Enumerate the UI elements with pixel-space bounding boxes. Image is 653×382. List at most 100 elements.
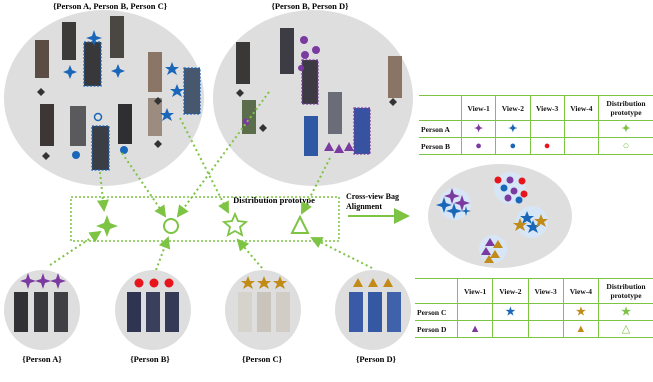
red-circle-marker: [165, 279, 174, 288]
green-circle-prototype: [164, 219, 178, 233]
purple-circle-marker: [312, 46, 320, 54]
person-label: {Person A}: [22, 354, 62, 364]
group-label-right: {Person B, Person D}: [271, 1, 349, 11]
view-table-bottom: View-1 View-2 View-3 View-4 Distribution…: [415, 278, 653, 338]
person-image: [280, 28, 294, 74]
person-image: [110, 16, 124, 58]
person-image: [184, 68, 200, 114]
red-circle-marker: [135, 279, 144, 288]
row-label: Person A: [419, 121, 462, 138]
table-row: Person A ✦ ✦ ✦: [419, 121, 653, 138]
person-image: [148, 52, 162, 92]
row-label: Person C: [415, 304, 458, 321]
arrow: [312, 238, 372, 268]
person-label: {Person D}: [356, 354, 397, 364]
person-image: [118, 104, 132, 144]
row-label: Person D: [415, 321, 458, 338]
person-image: [127, 292, 141, 332]
person-label: {Person B}: [130, 354, 170, 364]
person-image: [165, 292, 179, 332]
row-label: Person B: [419, 138, 462, 155]
green-triangle-prototype: [292, 217, 308, 233]
person-image: [257, 292, 271, 332]
person-image: [84, 42, 101, 86]
symbol-cell: [564, 121, 598, 138]
green-triangle-outline-icon: △: [622, 324, 630, 335]
symbol-cell: ●: [530, 138, 564, 155]
symbol-cell: [458, 304, 493, 321]
header-cell: Distribution prototype: [599, 279, 653, 304]
cluster-glow: [479, 235, 507, 263]
table-row: Person D ▲ ▲ △: [415, 321, 653, 338]
person-image: [148, 98, 162, 136]
symbol-cell: [493, 321, 528, 338]
purple-circle-marker: [301, 51, 309, 59]
person-image: [302, 60, 318, 104]
header-cell: [415, 279, 458, 304]
green-star5-icon: ★: [621, 307, 631, 318]
person-image: [62, 22, 76, 60]
blue-circle-marker: [72, 151, 80, 159]
person-image: [14, 292, 28, 332]
symbol-cell: [530, 121, 564, 138]
header-cell: View-1: [458, 279, 493, 304]
symbol-cell: ✦: [496, 121, 530, 138]
symbol-cell: ●: [496, 138, 530, 155]
blue-star5-icon: ★: [505, 307, 515, 318]
red-circle-marker: [495, 177, 502, 184]
arrow: [156, 238, 168, 270]
table-header-row: View-1 View-2 View-3 View-4 Distribution…: [419, 96, 653, 121]
header-cell: View-2: [493, 279, 528, 304]
purple-circle-marker: [505, 195, 512, 202]
header-cell: Distribution prototype: [599, 96, 653, 121]
purple-circle-marker: [298, 65, 304, 71]
red-circle-marker: [521, 191, 528, 198]
symbol-cell: ▲: [458, 321, 493, 338]
header-cell: View-3: [530, 96, 564, 121]
person-to-prototype-arrows: [50, 232, 372, 270]
person-image: [34, 292, 48, 332]
blue-star4-icon: ✦: [508, 124, 517, 135]
symbol-cell: ✦: [462, 121, 496, 138]
symbol-cell: [528, 321, 563, 338]
blue-circle-marker: [120, 146, 128, 154]
symbol-cell: ○: [599, 138, 653, 155]
green-star4-icon: ✦: [621, 124, 630, 135]
header-cell: View-4: [563, 279, 598, 304]
purple-circle-marker: [243, 119, 250, 126]
person-image: [70, 106, 86, 146]
header-cell: View-2: [496, 96, 530, 121]
symbol-cell: △: [599, 321, 653, 338]
arrow: [180, 118, 228, 212]
group-label-left: {Person A, Person B, Person C}: [53, 1, 168, 11]
purple-circle-icon: ●: [475, 141, 482, 152]
purple-circle-marker: [507, 177, 514, 184]
green-circle-outline-icon: ○: [623, 141, 630, 152]
symbol-cell: ▲: [563, 321, 598, 338]
person-image: [368, 292, 382, 332]
header-cell: View-4: [564, 96, 598, 121]
person-image: [35, 40, 49, 78]
red-circle-marker: [150, 279, 159, 288]
purple-star4-icon: ✦: [474, 124, 483, 135]
arrow: [238, 240, 262, 268]
person-image: [242, 100, 256, 134]
symbol-cell: [564, 138, 598, 155]
person-image: [54, 292, 68, 332]
header-cell: View-3: [528, 279, 563, 304]
blue-circle-marker: [516, 197, 523, 204]
purple-circle-marker: [300, 36, 308, 44]
gold-star5-icon: ★: [576, 307, 586, 318]
purple-circle-marker: [511, 188, 518, 195]
table-row: Person B ● ● ● ○: [419, 138, 653, 155]
header-cell: View-1: [462, 96, 496, 121]
arrow: [50, 232, 100, 265]
person-image: [328, 92, 342, 134]
symbol-cell: [528, 304, 563, 321]
person-image: [236, 42, 250, 84]
purple-triangle-icon: ▲: [470, 324, 481, 335]
prototype-label: Distribution prototype: [233, 195, 315, 205]
table-row: Person C ★ ★ ★: [415, 304, 653, 321]
person-image: [349, 292, 363, 332]
person-image: [238, 292, 252, 332]
